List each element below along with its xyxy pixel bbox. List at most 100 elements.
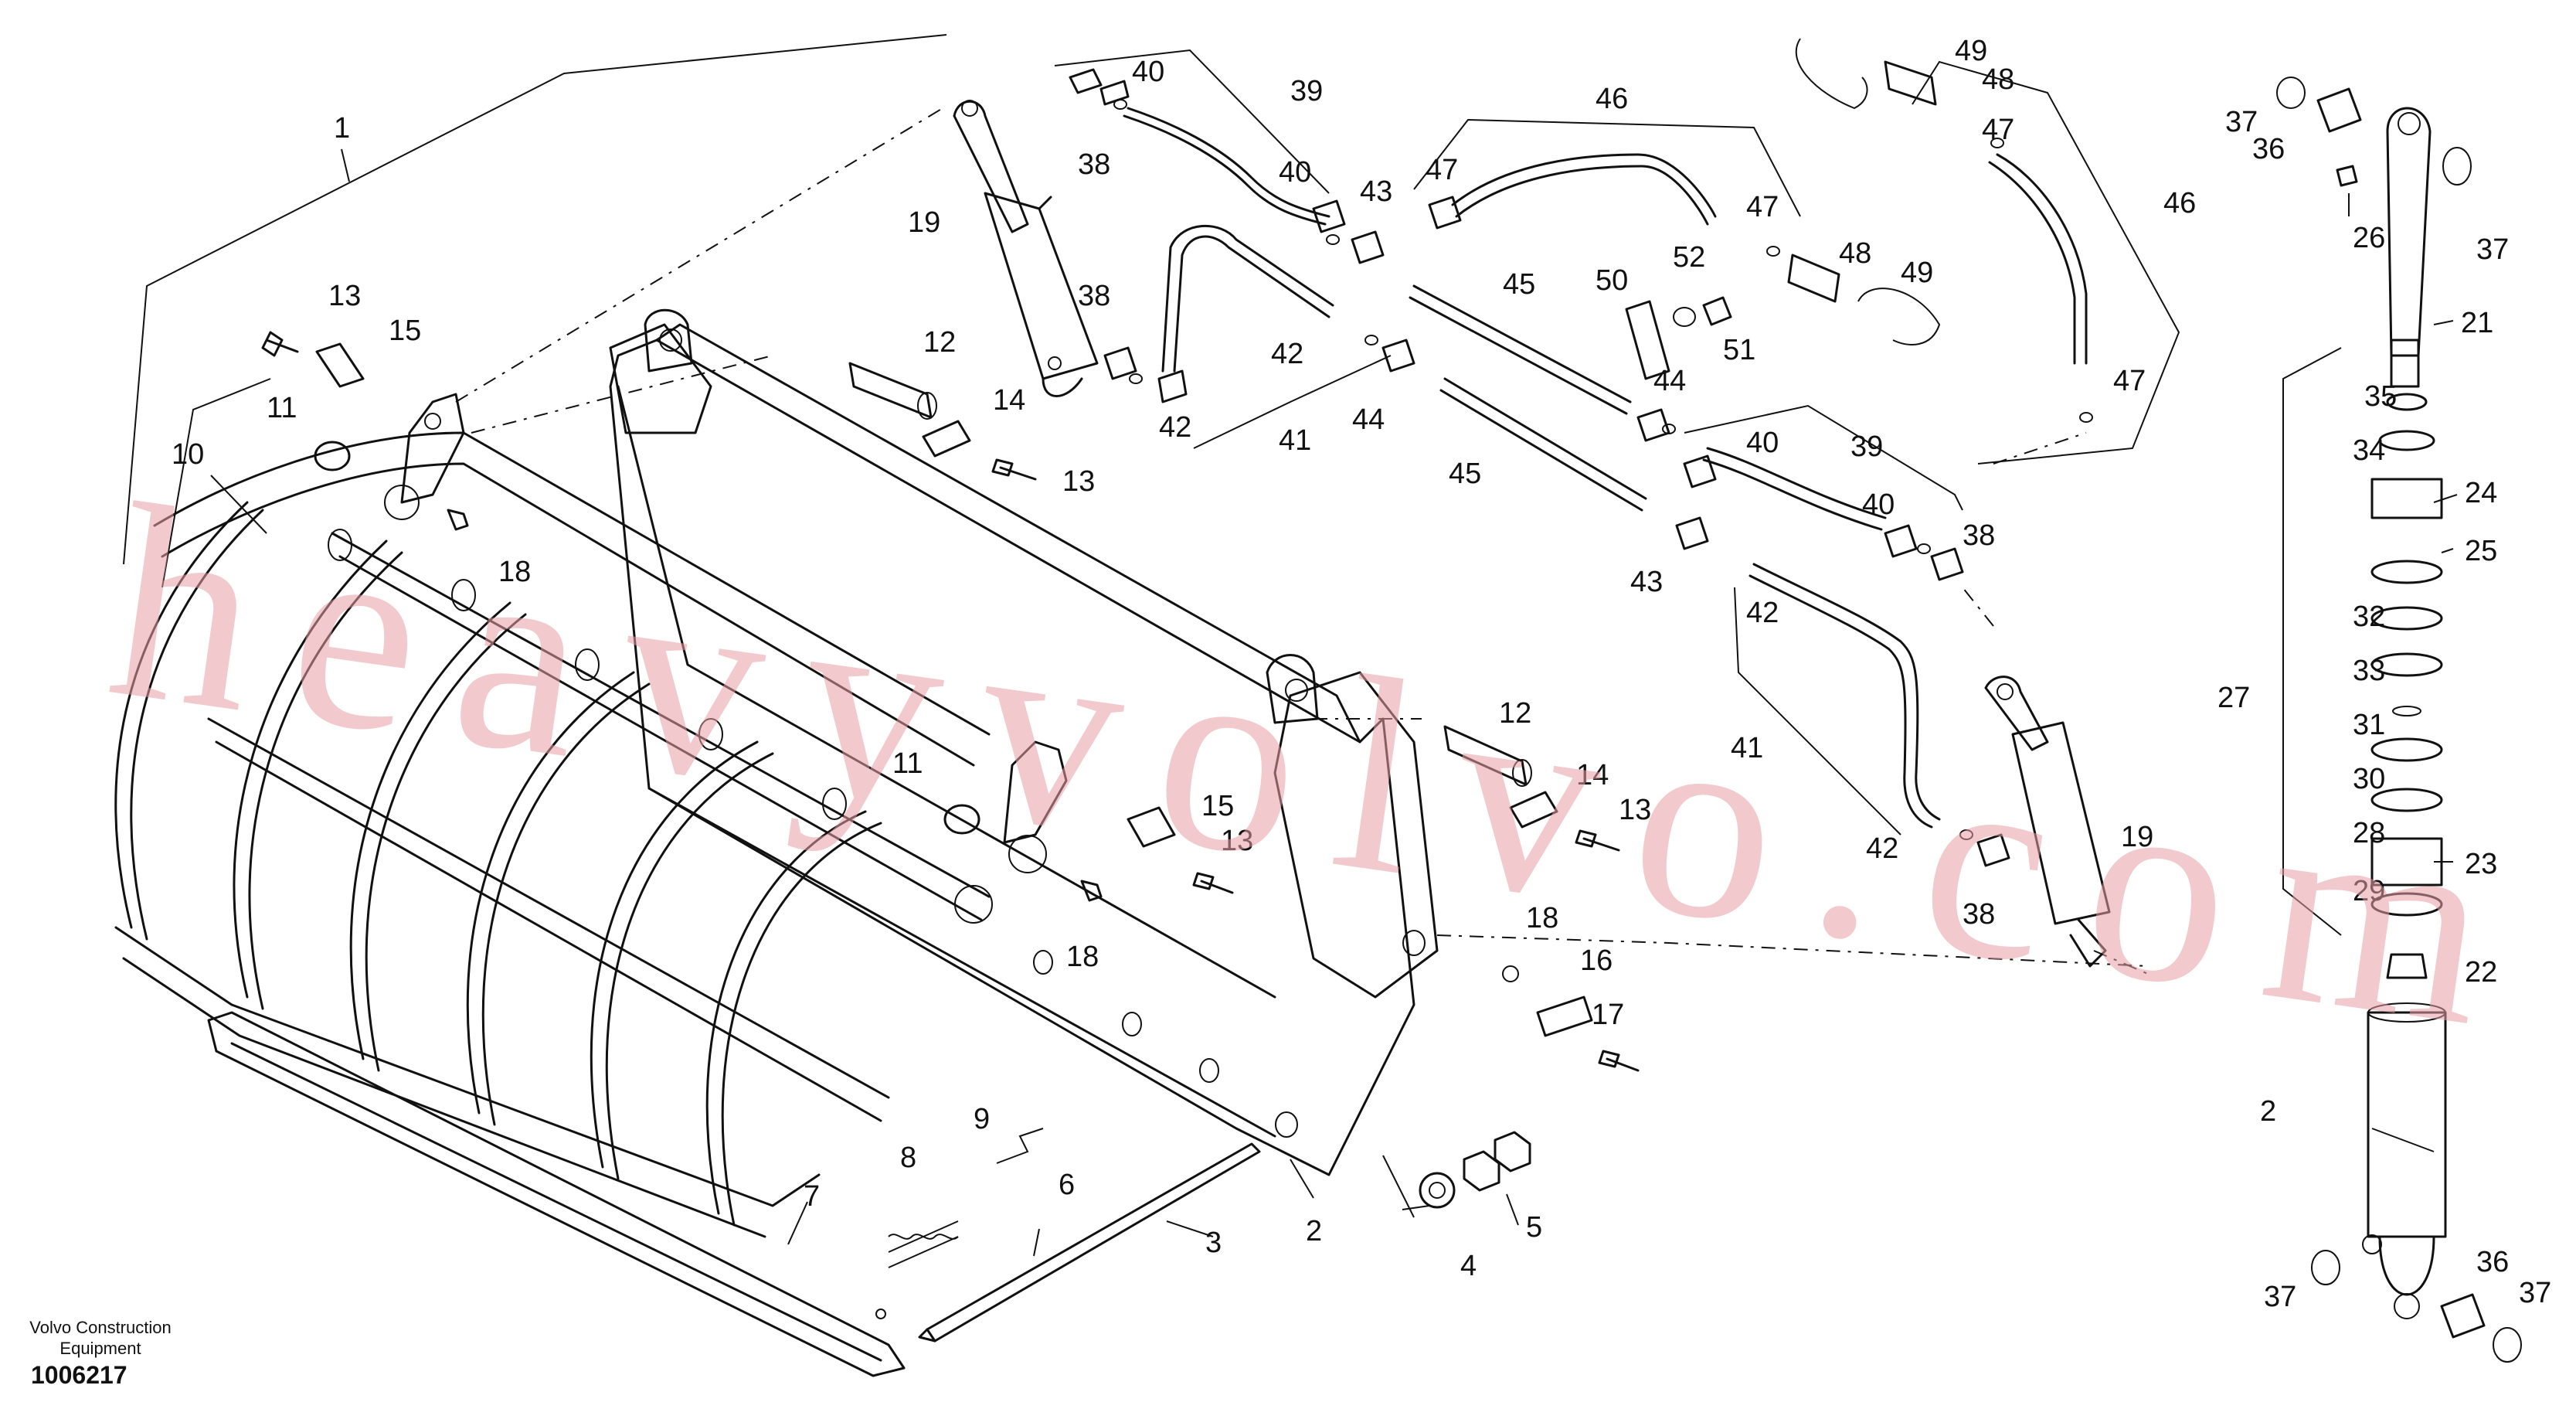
footer-company-line2: Equipment — [59, 1339, 141, 1358]
watermark: heavyvolvo.com — [95, 445, 2510, 1084]
callout-48: 48 — [1982, 63, 2014, 96]
footer: Volvo Construction Equipment 1006217 — [29, 1318, 171, 1389]
callout-43: 43 — [1360, 175, 1392, 208]
callout-42: 42 — [1159, 411, 1191, 444]
callout-49: 49 — [1955, 35, 1987, 67]
callout-51: 51 — [1723, 334, 1755, 366]
callout-39: 39 — [1850, 431, 1883, 463]
callout-34: 34 — [2353, 434, 2385, 467]
callout-1: 1 — [334, 112, 350, 145]
callout-22: 22 — [2465, 956, 2497, 989]
callout-38: 38 — [1963, 898, 1995, 931]
cylinder-exploded-stack — [2276, 77, 2522, 1363]
callout-17: 17 — [1592, 999, 1624, 1031]
callout-24: 24 — [2465, 477, 2497, 509]
callout-47: 47 — [2113, 365, 2146, 397]
callout-50: 50 — [1596, 264, 1628, 297]
callout-19: 19 — [908, 206, 940, 239]
fittings — [1069, 38, 2093, 867]
callout-46: 46 — [2163, 187, 2196, 220]
callout-38: 38 — [1078, 280, 1110, 312]
callout-37: 37 — [2225, 106, 2258, 138]
callout-32: 32 — [2353, 601, 2385, 633]
callout-18: 18 — [1066, 941, 1099, 973]
callout-44: 44 — [1352, 403, 1385, 436]
pin-and-spring — [888, 1128, 1261, 1343]
callout-14: 14 — [993, 384, 1025, 417]
callout-46: 46 — [1596, 83, 1628, 115]
grapple-bucket — [609, 308, 1439, 1176]
callout-6: 6 — [1059, 1169, 1075, 1201]
callout-39: 39 — [1290, 75, 1323, 107]
callout-16: 16 — [1580, 944, 1613, 977]
small-hardware — [261, 331, 1640, 1072]
hoses — [1123, 107, 2088, 829]
callout-40: 40 — [1279, 156, 1311, 189]
leader-lines — [123, 34, 2458, 1245]
callout-45: 45 — [1503, 268, 1535, 301]
callout-25: 25 — [2465, 535, 2497, 567]
callout-33: 33 — [2353, 655, 2385, 687]
hydraulic-cylinder-right — [1984, 676, 2111, 968]
callout-38: 38 — [1963, 519, 1995, 552]
callout-47: 47 — [1982, 114, 2014, 146]
callout-45: 45 — [1449, 458, 1481, 490]
callout-29: 29 — [2353, 875, 2385, 907]
callout-41: 41 — [1279, 424, 1311, 457]
callout-28: 28 — [2353, 817, 2385, 849]
callout-49: 49 — [1901, 257, 1933, 289]
nut-and-washer — [1419, 1131, 1531, 1209]
callout-31: 31 — [2353, 709, 2385, 741]
callout-18: 18 — [1526, 902, 1558, 934]
grapple-arm-assembly — [114, 393, 1068, 1238]
callout-11: 11 — [267, 392, 297, 424]
callout-48: 48 — [1839, 237, 1871, 270]
callout-42: 42 — [1866, 832, 1898, 865]
callout-42: 42 — [1746, 597, 1779, 629]
callout-8: 8 — [900, 1142, 916, 1174]
callout-36: 36 — [2476, 1246, 2509, 1278]
callout-13: 13 — [328, 280, 361, 312]
callout-26: 26 — [2353, 222, 2385, 254]
callout-47: 47 — [1426, 154, 1458, 186]
callout-18: 18 — [498, 556, 531, 588]
callout-30: 30 — [2353, 763, 2385, 795]
callout-44: 44 — [1653, 365, 1686, 397]
callout-3: 3 — [1205, 1227, 1222, 1259]
callout-36: 36 — [2252, 133, 2285, 165]
hydraulic-cylinder-left — [953, 100, 1099, 397]
callout-2: 2 — [1306, 1215, 1322, 1247]
callout-7: 7 — [804, 1180, 820, 1213]
callout-numbers: 1 10 11 13 15 18 19 12 14 13 38 42 40 38… — [172, 35, 2551, 1313]
callout-35: 35 — [2364, 380, 2397, 413]
callout-5: 5 — [1526, 1211, 1542, 1244]
callout-12: 12 — [1499, 697, 1531, 730]
footer-company-line1: Volvo Construction — [29, 1318, 171, 1337]
callout-27: 27 — [2217, 682, 2250, 714]
callout-11: 11 — [892, 747, 923, 780]
callout-13: 13 — [1619, 794, 1651, 826]
callout-4: 4 — [1460, 1250, 1477, 1282]
callout-19: 19 — [2121, 821, 2153, 853]
callout-43: 43 — [1630, 566, 1663, 598]
callout-40: 40 — [1862, 488, 1895, 521]
callout-14: 14 — [1576, 759, 1609, 791]
callout-15: 15 — [1201, 790, 1234, 822]
callout-40: 40 — [1132, 56, 1164, 88]
callout-42: 42 — [1271, 338, 1303, 370]
callout-13: 13 — [1062, 465, 1095, 498]
callout-41: 41 — [1731, 732, 1763, 764]
drawing-number: 1006217 — [31, 1361, 127, 1389]
callout-2: 2 — [2260, 1095, 2276, 1128]
callout-10: 10 — [172, 438, 204, 471]
callout-52: 52 — [1673, 241, 1705, 274]
callout-47: 47 — [1746, 191, 1779, 223]
cutting-edge — [207, 1011, 906, 1377]
callout-37: 37 — [2519, 1277, 2551, 1309]
callout-37: 37 — [2476, 233, 2509, 266]
callout-21: 21 — [2461, 307, 2493, 339]
callout-15: 15 — [389, 315, 421, 347]
callout-13: 13 — [1221, 825, 1253, 857]
callout-38: 38 — [1078, 148, 1110, 181]
